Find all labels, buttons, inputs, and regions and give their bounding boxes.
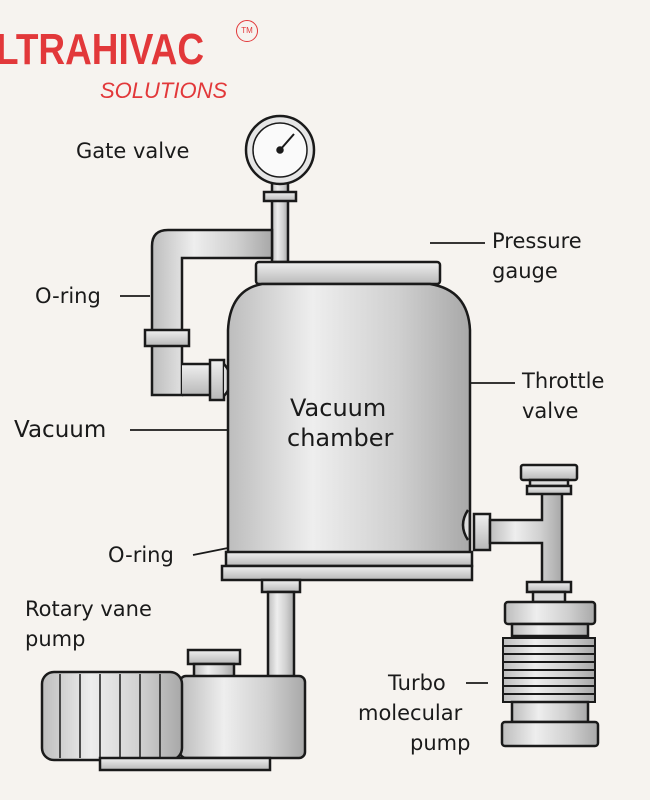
label-throttle-valve-2: valve <box>522 399 579 423</box>
logo-subtitle: SOLUTIONS <box>100 78 228 103</box>
label-o-ring-bottom: O-ring <box>108 543 174 567</box>
label-pressure-gauge-1: Pressure <box>492 229 582 253</box>
label-vacuum-chamber-2: chamber <box>287 424 394 452</box>
logo-name: LTRAHIVAC <box>0 25 205 74</box>
label-turbo-3: pump <box>410 731 471 755</box>
turbo-pump <box>461 463 600 748</box>
vacuum-chamber <box>220 260 474 582</box>
label-throttle-valve-1: Throttle <box>522 369 605 393</box>
label-rotary-vane-pump-2: pump <box>25 627 86 651</box>
o-ring-flange-top <box>143 328 191 348</box>
label-o-ring-top: O-ring <box>35 284 101 308</box>
label-vacuum-chamber-1: Vacuum <box>290 394 387 422</box>
label-turbo-1: Turbo <box>388 671 446 695</box>
elbow-pipe <box>150 228 274 397</box>
trademark-badge: TM <box>236 20 258 42</box>
label-gate-valve: Gate valve <box>76 139 190 163</box>
gauge-dial <box>244 114 316 264</box>
rotary-vane-pump <box>40 578 307 772</box>
label-rotary-vane-pump-1: Rotary vane <box>25 597 152 621</box>
label-vacuum: Vacuum <box>14 417 107 443</box>
leader-lines <box>120 242 515 684</box>
label-turbo-2: molecular <box>358 701 463 725</box>
label-pressure-gauge-2: gauge <box>492 259 558 283</box>
